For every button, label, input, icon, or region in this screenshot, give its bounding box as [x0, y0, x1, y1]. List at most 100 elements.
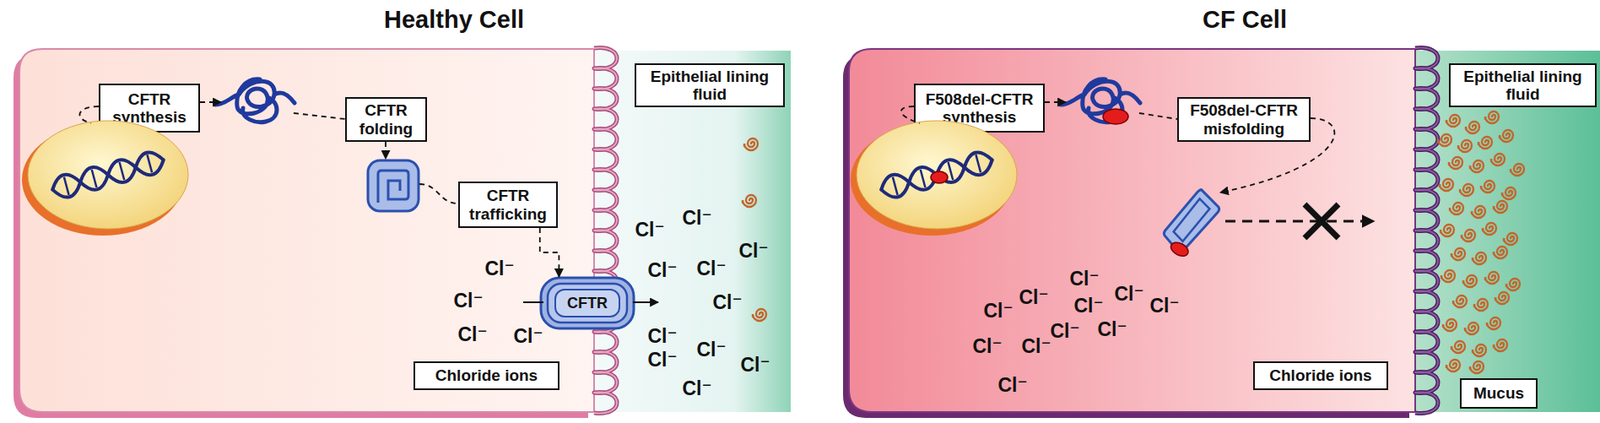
mucus-spiral — [1510, 163, 1525, 176]
mucus-spiral — [1470, 160, 1484, 173]
ion-label: Cl⁻ — [457, 323, 487, 346]
mucus-spiral — [1439, 178, 1454, 191]
cell-membrane — [1415, 47, 1438, 413]
cell-heading: Healthy Cell — [243, 5, 665, 34]
label-box: Mucus — [1459, 378, 1538, 409]
ion-label: Cl⁻ — [997, 373, 1028, 397]
mucus-spiral — [1503, 232, 1518, 245]
ion-label: Cl⁻ — [513, 324, 543, 348]
cell-body — [19, 48, 595, 412]
ion-label: Cl⁻ — [681, 377, 712, 400]
label-box: Chloride ions — [1253, 361, 1389, 390]
mutation-mark — [1168, 239, 1191, 260]
ion-label: Cl⁻ — [1018, 286, 1049, 309]
protein-tangle — [1060, 79, 1141, 123]
ion-label: Cl⁻ — [453, 289, 483, 313]
channel-label: CFTR — [567, 294, 608, 313]
mucus-spiral — [1446, 359, 1460, 372]
dashed-leader — [901, 106, 920, 124]
mucus-spiral — [1491, 153, 1505, 166]
mucus-spiral — [1499, 129, 1514, 142]
nucleus — [21, 120, 189, 236]
cell-body: Healthy CellCFTR synthesisCFTR foldingCF… — [18, 48, 627, 413]
protein-tangle — [215, 79, 295, 123]
cftr-channel: CFTR — [540, 276, 635, 330]
dashed-arrow — [1220, 118, 1335, 193]
ion-label: Cl⁻ — [1097, 318, 1127, 341]
channel-middle — [547, 283, 628, 323]
misfolded-protein-body — [1159, 183, 1224, 259]
mucus-spiral — [1440, 224, 1455, 237]
box-label: Epithelial lining fluid — [640, 67, 779, 104]
dashed-leaders — [79, 102, 459, 204]
mucus-spiral — [1465, 121, 1480, 134]
cell-membrane-inner — [594, 47, 617, 413]
mucus-spiral — [1485, 111, 1499, 124]
ion-label: Cl⁻ — [647, 324, 677, 348]
mucus-spiral — [1461, 229, 1476, 242]
mucus-spiral — [1493, 200, 1508, 213]
box-label: Epithelial lining fluid — [1454, 67, 1591, 104]
mucus-spiral — [1478, 136, 1492, 149]
label-box: Chloride ions — [413, 361, 560, 390]
dashed-leader — [293, 113, 346, 119]
mucus-spiral — [1453, 295, 1467, 308]
mucus-spiral — [1470, 361, 1484, 373]
nucleus — [850, 120, 1017, 236]
box-label: Chloride ions — [435, 366, 538, 384]
mutation-mark — [1102, 108, 1129, 125]
ion-label: Cl⁻ — [1069, 267, 1099, 291]
ion-label: Cl⁻ — [696, 257, 726, 281]
ion-label: Cl⁻ — [681, 206, 712, 230]
misfolded-cftr — [1157, 183, 1224, 262]
ion-label: Cl⁻ — [983, 299, 1013, 323]
mucus-spiral — [742, 194, 757, 207]
mucus-spiral — [1495, 291, 1509, 304]
mutation-mark — [930, 171, 948, 184]
mucus-spiral — [1472, 344, 1487, 357]
ion-label: Cl⁻ — [972, 335, 1002, 358]
channel-outer — [540, 277, 634, 329]
box-label: CFTR synthesis — [104, 90, 195, 127]
mucus-spiral — [1506, 278, 1520, 291]
label-box: Epithelial lining fluid — [634, 63, 785, 108]
mucus-spiral — [1441, 270, 1455, 282]
ion-label: Cl⁻ — [1049, 319, 1080, 343]
ion-label: Cl⁻ — [1021, 335, 1051, 358]
mucus-spiral — [752, 308, 767, 321]
chloride-flow-line — [523, 301, 544, 303]
mucus-spiral — [1446, 114, 1460, 127]
mucus-spiral — [1486, 317, 1501, 330]
ion-label: Cl⁻ — [634, 218, 665, 242]
dashed-leader — [79, 106, 99, 124]
mucus-spiral — [1458, 140, 1472, 152]
label-box: Epithelial lining fluid — [1448, 63, 1597, 108]
mucus-spiral — [1463, 275, 1477, 287]
mucus-spiral — [1474, 298, 1488, 311]
cell-membrane — [594, 47, 617, 413]
cell-heading: CF Cell — [1033, 5, 1456, 34]
blocked-trafficking-arrow — [1225, 220, 1374, 223]
label-box: F508del-CFTR synthesis — [913, 83, 1045, 133]
box-label: CFTR folding — [351, 101, 422, 138]
cell-membrane-inner — [1415, 47, 1438, 413]
ion-label: Cl⁻ — [740, 353, 770, 377]
cell-body: CF CellF508del-CFTR synthesisF508del-CFT… — [848, 48, 1448, 413]
mucus-spiral — [1481, 180, 1495, 193]
mucus-spiral — [1482, 222, 1497, 235]
mucus-spiral — [1449, 202, 1464, 215]
mucus-spiral — [1493, 339, 1508, 352]
mucus-spiral — [1472, 252, 1487, 265]
label-box: CFTR synthesis — [98, 83, 200, 133]
mucus-spiral — [1451, 248, 1465, 260]
mucus-spiral — [1443, 318, 1457, 331]
mucus-spiral — [1464, 322, 1479, 335]
mucus-spiral — [1502, 187, 1516, 200]
folded-cftr — [367, 160, 419, 211]
ion-label: Cl⁻ — [696, 338, 726, 362]
label-box: CFTR trafficking — [458, 181, 558, 228]
box-label: Chloride ions — [1269, 366, 1372, 384]
mucus-spiral — [1448, 156, 1463, 169]
